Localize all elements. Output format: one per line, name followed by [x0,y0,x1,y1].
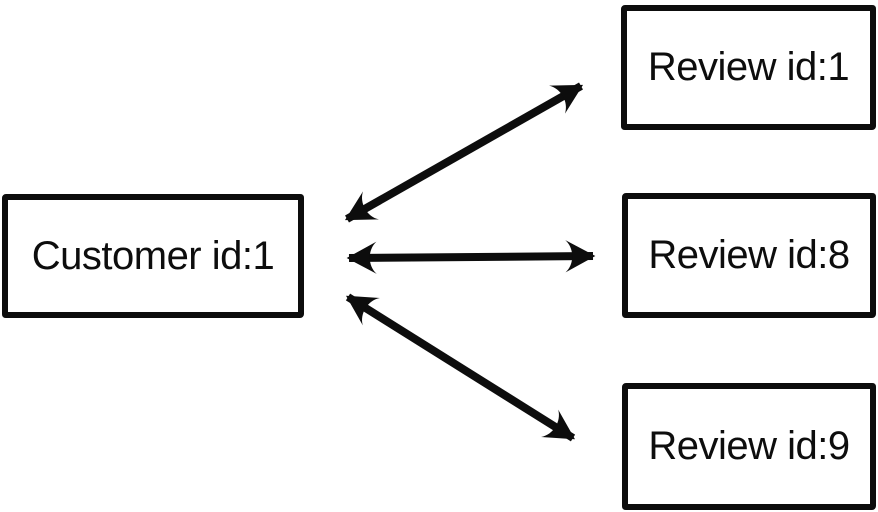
arrow-customer-1-to-review-8 [346,240,596,274]
node-label-review-1: Review id:1 [647,45,850,89]
node-label-review-8: Review id:8 [648,233,850,277]
node-customer: Customer id:1 [2,194,304,318]
node-review-1: Review id:1 [621,5,876,130]
node-label-review-9: Review id:9 [648,424,850,468]
arrow-customer-1-to-review-1 [344,82,584,223]
node-review-9: Review id:9 [622,383,876,510]
node-review-8: Review id:8 [622,193,876,318]
arrow-customer-1-to-review-9 [345,293,576,442]
node-label-customer: Customer id:1 [31,233,275,278]
